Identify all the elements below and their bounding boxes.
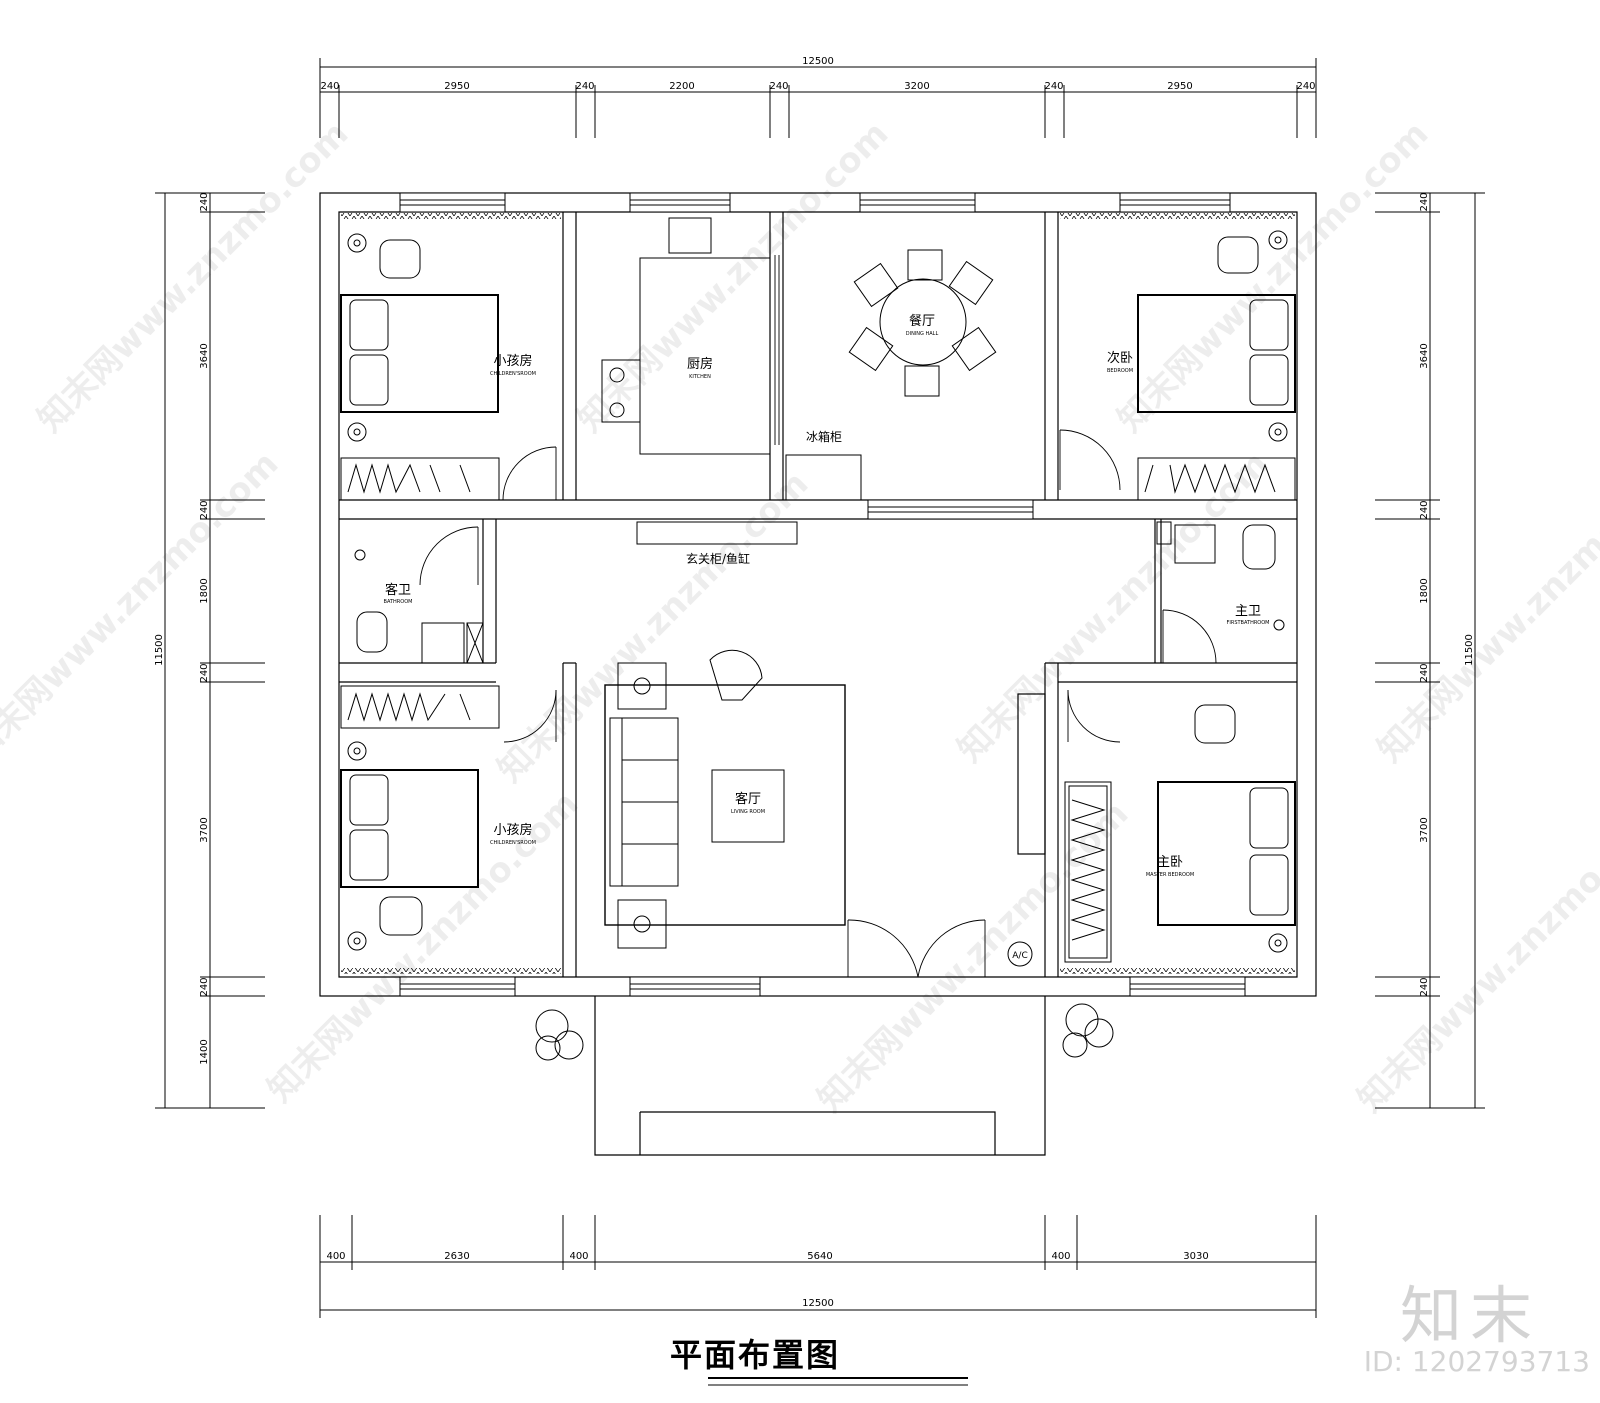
dim-right-seg: 3700 bbox=[1419, 817, 1430, 842]
entry-cabinet-label: 玄关柜/鱼缸 bbox=[686, 551, 750, 566]
dim-right-seg: 3640 bbox=[1419, 343, 1430, 368]
brand-logo: 知末 bbox=[1399, 1279, 1540, 1352]
bottom-dimensions bbox=[319, 1215, 1317, 1318]
dim-right-seg: 240 bbox=[1419, 663, 1430, 682]
dim-top-seg: 2200 bbox=[669, 81, 694, 92]
room-label-children-top-en: CHILDREN'SROOM bbox=[490, 371, 536, 377]
dim-left-seg: 1800 bbox=[199, 578, 210, 603]
dim-left-seg: 1400 bbox=[199, 1039, 210, 1064]
room-label-master-bath: 主卫 bbox=[1235, 604, 1261, 619]
room-label-living-en: LIVING ROOM bbox=[731, 809, 765, 815]
dim-right-seg: 240 bbox=[1419, 977, 1430, 996]
dim-left-seg: 240 bbox=[199, 500, 210, 519]
doors bbox=[419, 255, 1217, 978]
walls bbox=[319, 192, 1317, 1156]
room-label-master-bedroom-en: MASTER BEDROOM bbox=[1146, 872, 1194, 878]
image-id: ID: 1202793713 bbox=[1363, 1345, 1590, 1378]
dim-left-seg: 3640 bbox=[199, 343, 210, 368]
dim-left-seg: 240 bbox=[199, 192, 210, 211]
windows bbox=[399, 192, 1246, 997]
ac-label: A/C bbox=[1012, 951, 1027, 961]
dim-bottom-seg: 400 bbox=[326, 1251, 345, 1262]
dim-top-seg: 240 bbox=[575, 81, 594, 92]
curtains bbox=[341, 213, 1295, 974]
drawing-title: 平面布置图 bbox=[669, 1336, 840, 1374]
room-label-children-top: 小孩房 bbox=[493, 353, 532, 369]
dim-top-seg: 2950 bbox=[444, 81, 469, 92]
dim-bottom-total: 12500 bbox=[802, 1298, 834, 1309]
right-dimensions bbox=[1375, 192, 1485, 1109]
room-label-children-bottom-en: CHILDREN'SROOM bbox=[490, 840, 536, 846]
dim-bottom-seg: 400 bbox=[569, 1251, 588, 1262]
dim-left-seg: 240 bbox=[199, 977, 210, 996]
room-label-dining: 餐厅 bbox=[909, 313, 935, 329]
title-underline bbox=[708, 1377, 968, 1386]
dim-bottom-seg: 2630 bbox=[444, 1251, 469, 1262]
dim-top-seg: 240 bbox=[1044, 81, 1063, 92]
dim-left-seg: 240 bbox=[199, 663, 210, 682]
room-label-second-bedroom: 次卧 bbox=[1107, 350, 1133, 366]
dim-right-seg: 1800 bbox=[1419, 578, 1430, 603]
dim-right-total: 11500 bbox=[1464, 634, 1475, 666]
dim-top-seg: 3200 bbox=[904, 81, 929, 92]
room-label-living: 客厅 bbox=[735, 791, 761, 807]
left-dimensions bbox=[155, 192, 265, 1109]
dim-bottom-seg: 3030 bbox=[1183, 1251, 1208, 1262]
room-label-kitchen-en: KITCHEN bbox=[689, 374, 711, 380]
dim-bottom-seg: 5640 bbox=[807, 1251, 832, 1262]
room-label-master-bath-en: FIRSTBATHROOM bbox=[1227, 620, 1270, 626]
room-label-master-bedroom: 主卧 bbox=[1157, 855, 1183, 870]
dim-top-seg: 240 bbox=[769, 81, 788, 92]
room-label-guest-bath-en: BATHROOM bbox=[384, 599, 413, 605]
tree-left bbox=[535, 1009, 584, 1061]
dim-left-total: 11500 bbox=[154, 634, 165, 666]
room-label-kitchen: 厨房 bbox=[687, 356, 713, 372]
room-label-second-bedroom-en: BEDROOM bbox=[1107, 368, 1133, 374]
fridge-cabinet-label: 冰箱柜 bbox=[806, 429, 842, 444]
top-dimensions bbox=[319, 58, 1317, 138]
room-label-guest-bath: 客卫 bbox=[385, 582, 411, 598]
dim-top-seg: 2950 bbox=[1167, 81, 1192, 92]
dim-right-seg: 240 bbox=[1419, 500, 1430, 519]
room-label-children-bottom: 小孩房 bbox=[493, 822, 532, 838]
furniture bbox=[340, 217, 1296, 1061]
dim-top-total: 12500 bbox=[802, 56, 834, 67]
dim-bottom-seg: 400 bbox=[1051, 1251, 1070, 1262]
dim-top-seg: 240 bbox=[1296, 81, 1315, 92]
tree-right bbox=[1062, 1003, 1114, 1058]
dim-right-seg: 240 bbox=[1419, 192, 1430, 211]
dim-top-seg: 240 bbox=[320, 81, 339, 92]
room-label-dining-en: DINING HALL bbox=[906, 331, 939, 337]
dim-left-seg: 3700 bbox=[199, 817, 210, 842]
